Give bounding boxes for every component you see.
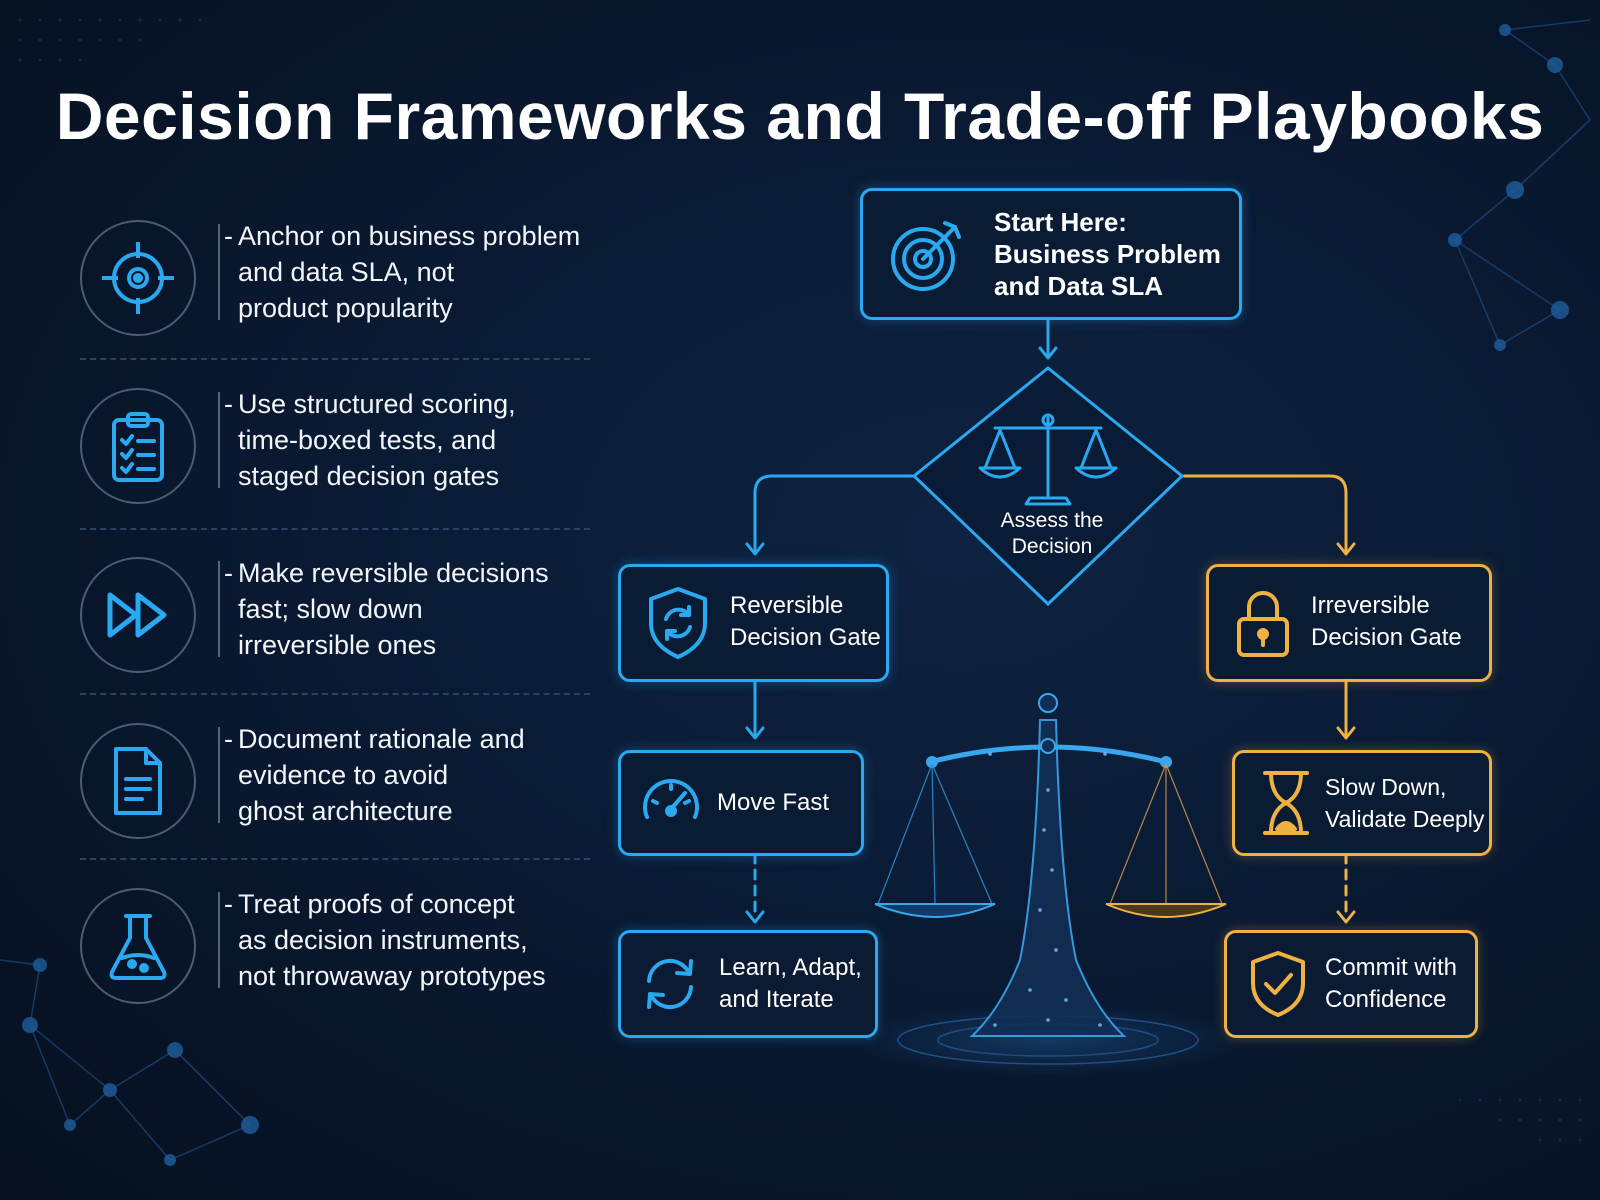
start-here-node: Start Here: Business Problem and Data SL… — [860, 188, 1242, 320]
document-icon — [114, 747, 162, 815]
shield-refresh-icon — [649, 587, 707, 659]
hourglass-icon — [1263, 771, 1309, 835]
shield-check-icon — [1251, 951, 1305, 1017]
principle-text: - Document rationale and evidence to avo… — [224, 724, 525, 826]
divider-bar — [218, 561, 220, 657]
dashed-separator — [80, 693, 590, 695]
move-fast-label: Move Fast — [717, 789, 830, 816]
principle-icon-circle — [80, 557, 196, 673]
large-balance-scale-illustration — [848, 693, 1248, 1076]
principle-icon-circle — [80, 888, 196, 1004]
principle-item: - Make reversible decisions fast; slow d… — [80, 545, 590, 711]
principle-icon-circle — [80, 220, 196, 336]
dashed-separator — [80, 858, 590, 860]
divider-bar — [218, 224, 220, 320]
principle-text: - Make reversible decisions fast; slow d… — [224, 558, 549, 660]
crosshair-target-icon — [102, 242, 174, 314]
principle-text: - Anchor on business problem and data SL… — [224, 221, 581, 323]
principle-item: - Treat proofs of concept as decision in… — [80, 876, 590, 1042]
target-arrow-icon — [891, 221, 961, 291]
assess-decision-label: Assess the Decision — [1000, 509, 1104, 558]
balance-scale-icon — [978, 413, 1118, 506]
divider-bar — [218, 892, 220, 988]
clipboard-checklist-icon — [112, 412, 164, 482]
principle-icon-circle — [80, 723, 196, 839]
page-title: Decision Frameworks and Trade-off Playbo… — [55, 79, 1545, 153]
principle-item: - Use structured scoring, time-boxed tes… — [80, 376, 590, 542]
flask-icon — [109, 914, 167, 980]
divider-bar — [218, 392, 220, 488]
reversible-decision-gate-node: Reversible Decision Gate — [618, 564, 889, 682]
move-fast-node: Move Fast — [618, 750, 864, 856]
irreversible-decision-gate-node: Irreversible Decision Gate — [1206, 564, 1492, 682]
commit-with-confidence-node: Commit with Confidence — [1224, 930, 1478, 1038]
dashed-separator — [80, 358, 590, 360]
dashed-separator — [80, 528, 590, 530]
slow-down-validate-node: Slow Down, Validate Deeply — [1232, 750, 1492, 856]
principle-text: - Use structured scoring, time-boxed tes… — [224, 389, 516, 491]
principle-text: - Treat proofs of concept as decision in… — [224, 889, 546, 991]
learn-adapt-iterate-node: Learn, Adapt, and Iterate — [618, 930, 878, 1038]
principle-item: - Document rationale and evidence to avo… — [80, 711, 590, 877]
speedometer-icon — [643, 779, 699, 819]
principle-item: - Anchor on business problem and data SL… — [80, 208, 590, 374]
cycle-arrows-icon — [647, 958, 693, 1010]
padlock-icon — [1237, 591, 1289, 657]
fast-forward-icon — [107, 592, 167, 638]
principle-icon-circle — [80, 388, 196, 504]
divider-bar — [218, 727, 220, 823]
